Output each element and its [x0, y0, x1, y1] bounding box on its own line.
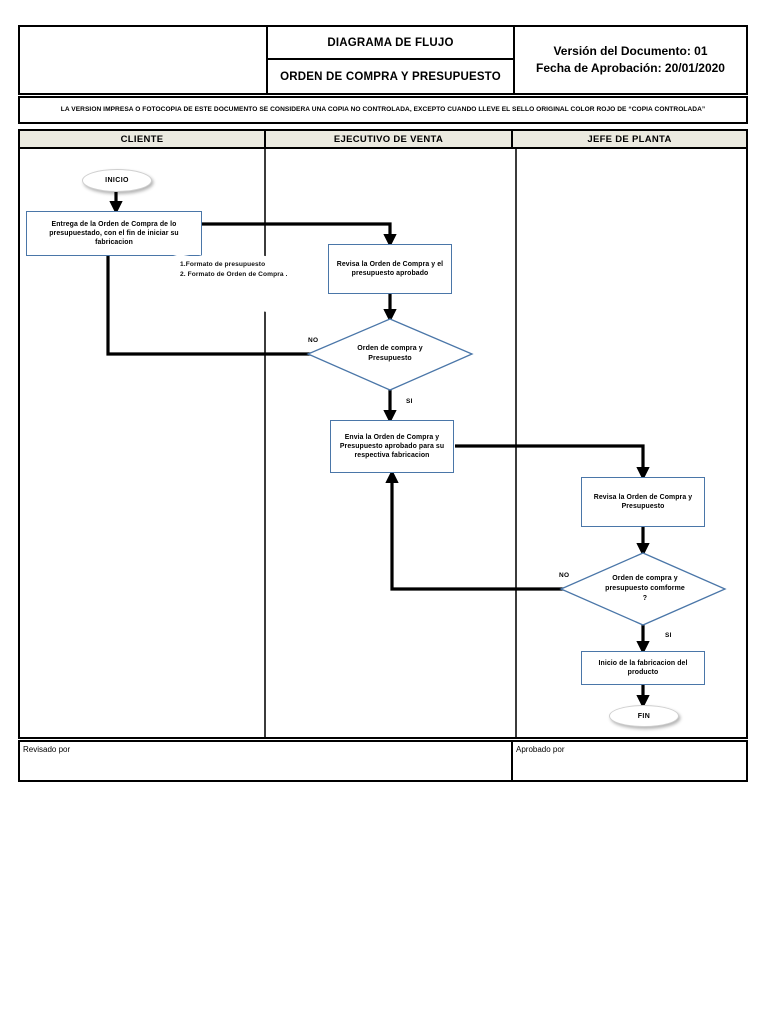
branch-label-no-1: NO	[308, 337, 319, 344]
branch-label-no-2: NO	[559, 572, 570, 579]
document-sheet: DIAGRAMA DE FLUJO ORDEN DE COMPRA Y PRES…	[18, 25, 748, 782]
process-envia-orden-compra: Envia la Orden de Compra y Presupuesto a…	[330, 420, 454, 473]
terminator-fin: FIN	[609, 705, 679, 727]
document-version: Versión del Documento: 01	[553, 43, 708, 58]
header-title-cell: DIAGRAMA DE FLUJO ORDEN DE COMPRA Y PRES…	[266, 27, 515, 93]
connector-envia-to-revisa-planta	[455, 444, 650, 481]
branch-label-si-1: SI	[406, 398, 413, 405]
disclaimer-banner: LA VERSION IMPRESA O FOTOCOPIA DE ESTE D…	[18, 96, 748, 124]
lane-header-cliente: CLIENTE	[20, 131, 264, 147]
document-subtitle: ORDEN DE COMPRA Y PRESUPUESTO	[280, 70, 501, 83]
swimlane-header-row: CLIENTE EJECUTIVO DE VENTA JEFE DE PLANT…	[20, 131, 746, 149]
branch-label-si-2: SI	[665, 632, 672, 639]
document-header-table: DIAGRAMA DE FLUJO ORDEN DE COMPRA Y PRES…	[18, 25, 748, 95]
header-meta-cell: Versión del Documento: 01 Fecha de Aprob…	[515, 27, 746, 93]
document-title: DIAGRAMA DE FLUJO	[268, 27, 513, 60]
decision-conforme-shape	[559, 552, 727, 626]
flow-connectors	[101, 192, 727, 709]
lane-header-ejecutivo-de-venta: EJECUTIVO DE VENTA	[264, 131, 513, 147]
swimlane-body: INICIO Entrega de la Orden de Compra de …	[20, 149, 746, 737]
signoff-approved-by: Aprobado por	[516, 745, 565, 754]
process-revisa-orden-planta: Revisa la Orden de Compra y Presupuesto	[581, 477, 705, 527]
lane-header-jefe-de-planta: JEFE DE PLANTA	[513, 131, 746, 147]
process-revisa-orden-compra: Revisa la Orden de Compra y el presupues…	[328, 244, 452, 294]
connector-entrega-to-revisa-oc	[202, 222, 397, 248]
lane-divider-1	[264, 149, 266, 737]
connector-decision1-no-to-entrega	[101, 233, 322, 356]
signoff-table: Revisado por Aprobado por	[18, 740, 748, 782]
flowchart-canvas: INICIO Entrega de la Orden de Compra de …	[20, 149, 746, 737]
process-entrega-orden-compra: Entrega de la Orden de Compra de lo pres…	[26, 211, 202, 256]
signoff-reviewed-by: Revisado por	[20, 742, 513, 780]
lane-divider-2	[515, 149, 517, 737]
process-inicio-fabricacion: Inicio de la fabricacion del producto	[581, 651, 705, 685]
document-approval-date: Fecha de Aprobación: 20/01/2020	[536, 61, 725, 75]
swimlane-table: CLIENTE EJECUTIVO DE VENTA JEFE DE PLANT…	[18, 129, 748, 739]
annotation-formatos-note: 1.Formato de presupuesto 2. Formato de O…	[170, 253, 305, 315]
header-logo-cell	[20, 27, 266, 93]
decision-orden-presupuesto-shape	[306, 318, 474, 391]
connector-decision2-no-to-envia	[385, 469, 574, 591]
terminator-inicio: INICIO	[82, 169, 152, 192]
